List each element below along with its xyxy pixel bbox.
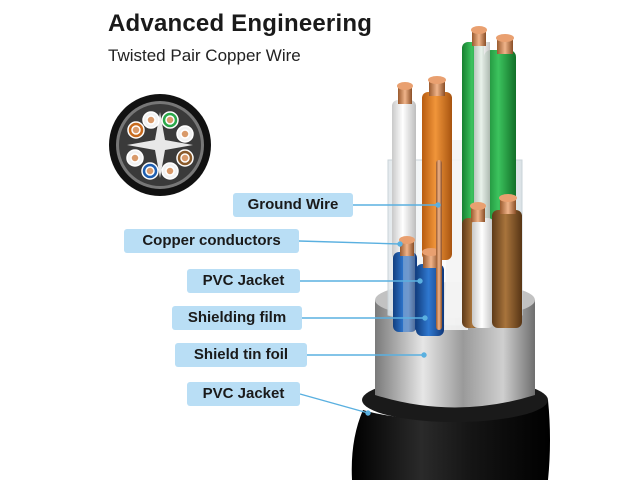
page-subtitle: Twisted Pair Copper Wire <box>108 46 301 65</box>
brown-pair <box>462 194 522 328</box>
leader-dot-shielding-film <box>422 315 428 321</box>
callout-shield-tin-foil: Shield tin foil <box>175 343 307 367</box>
callout-ground-wire: Ground Wire <box>233 193 353 217</box>
leader-dot-ground-wire <box>435 202 441 208</box>
callout-copper-conductors: Copper conductors <box>124 229 299 253</box>
leader-copper-conductors <box>298 240 401 245</box>
page-title: Advanced Engineering <box>108 10 373 37</box>
callout-pvc-jacket-outer: PVC Jacket <box>187 382 300 406</box>
ground-wire <box>436 160 442 330</box>
leader-dot-shield-tin-foil <box>421 352 427 358</box>
green-pair <box>462 26 516 245</box>
cross-section-icon <box>109 94 211 196</box>
leader-dot-pvc-jacket-outer <box>365 410 371 416</box>
callout-pvc-jacket-inner: PVC Jacket <box>187 269 300 293</box>
callout-shielding-film: Shielding film <box>172 306 302 330</box>
orange-pair <box>392 76 452 260</box>
leader-pvc-jacket-outer <box>299 393 369 414</box>
leader-dot-pvc-jacket-inner <box>417 278 423 284</box>
leader-dot-copper-conductors <box>397 241 403 247</box>
